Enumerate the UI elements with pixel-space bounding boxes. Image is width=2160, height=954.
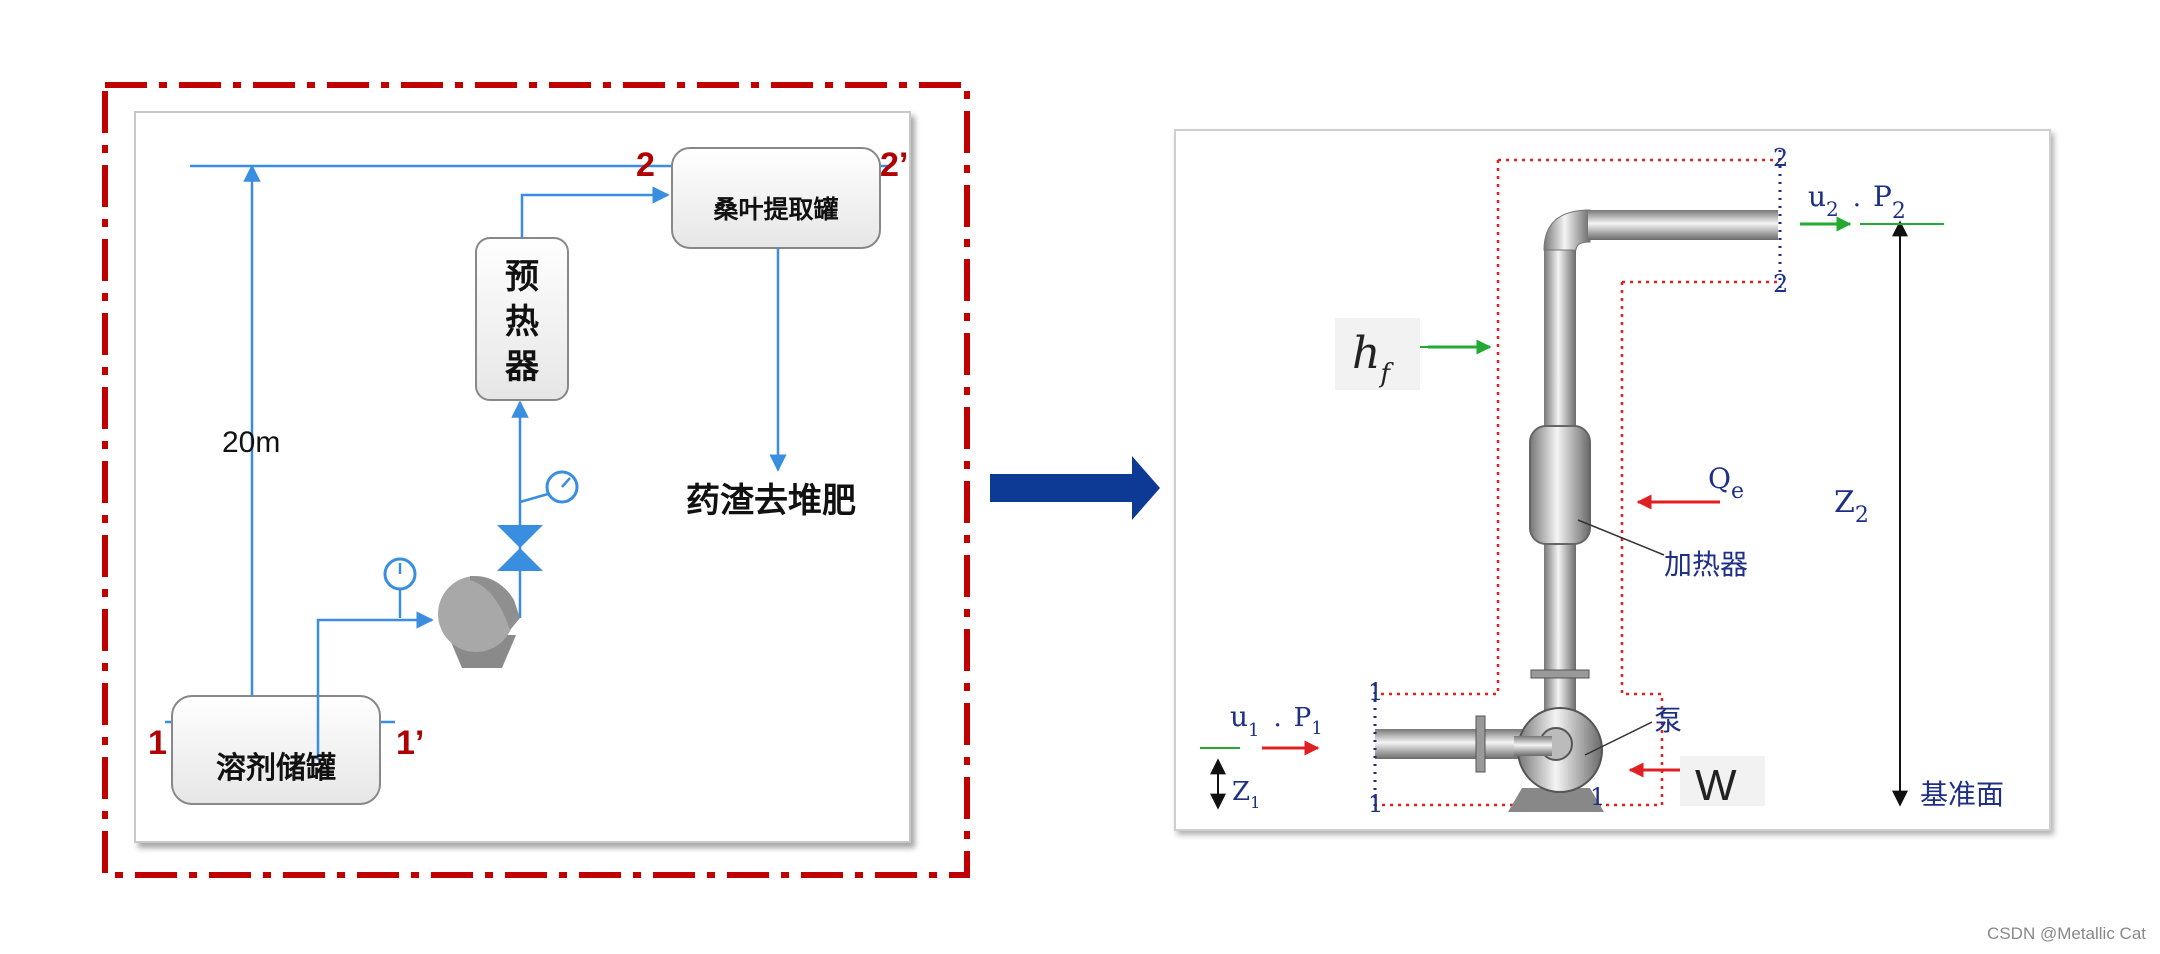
vertical-pipe-lower xyxy=(1544,520,1576,720)
transition-arrow-icon xyxy=(990,456,1160,520)
preheater-to-tank-line xyxy=(520,186,670,238)
section-label-2-prime: 2’ xyxy=(880,146,908,184)
outlet-pipe xyxy=(1588,210,1778,240)
preheater-label-3: 器 xyxy=(505,347,540,387)
section-mark-top-lower: 2 xyxy=(1773,270,1788,298)
vertical-pipe-upper xyxy=(1544,248,1576,438)
section-mark-top-upper: 2 xyxy=(1773,144,1788,172)
feed-line xyxy=(316,611,434,760)
outlet-velocity-pressure-label: u2.P2 xyxy=(1808,180,1906,224)
centrifugal-pump-icon xyxy=(1508,707,1604,812)
section-mark-bottom-lower: 1 xyxy=(1368,790,1383,818)
inlet-flange xyxy=(1475,715,1486,773)
valve-icon xyxy=(497,525,543,571)
heater-label: 加热器 xyxy=(1664,548,1748,581)
right-energy-diagram: hf u1.P1 u2.P2 Qe Z2 Z1 加热器 泵 W 基准面 2 2 … xyxy=(1174,129,2051,831)
section-label-1: 1 xyxy=(148,724,167,762)
pressure-gauge-icon xyxy=(383,557,417,618)
pump-label: 泵 xyxy=(1654,704,1682,737)
extraction-tank-label: 桑叶提取罐 xyxy=(713,195,838,224)
preheater-label-2: 热 xyxy=(505,302,539,342)
heater-vessel xyxy=(1529,425,1591,545)
preheater-label-1: 预 xyxy=(505,257,539,297)
section-mark-bottom-upper: 1 xyxy=(1368,678,1383,706)
pump-flange xyxy=(1530,669,1590,679)
solvent-tank xyxy=(171,695,381,805)
pump-icon xyxy=(438,576,520,668)
datum-label: 基准面 xyxy=(1920,778,2004,811)
hf-label-box xyxy=(1335,318,1420,390)
work-label-box xyxy=(1680,756,1765,806)
left-process-diagram: 溶剂储罐 预 热 器 桑叶提取罐 20m 药渣去堆肥 1 1’ 2 2’ xyxy=(102,82,970,878)
solvent-tank-label: 溶剂储罐 xyxy=(216,751,336,786)
horizontal-inlet-pipe xyxy=(1375,729,1530,759)
height-z2-label: Z2 xyxy=(1834,485,1869,528)
system-boundary-frame xyxy=(102,82,970,878)
residue-destination-label: 药渣去堆肥 xyxy=(686,481,856,521)
section-mark-pump-outlet: 1 xyxy=(1590,783,1605,811)
height-label: 20m xyxy=(222,426,280,459)
watermark: CSDN @Metallic Cat xyxy=(1987,924,2146,943)
height-z1-label: Z1 xyxy=(1232,777,1260,812)
heat-input-label: Qe xyxy=(1708,462,1744,504)
shaft-work-label: W xyxy=(1695,761,1737,810)
inlet-velocity-pressure-label: u1.P1 xyxy=(1230,700,1323,741)
section-label-1-prime: 1’ xyxy=(396,724,424,762)
section-label-2: 2 xyxy=(636,146,655,184)
pressure-gauge-icon xyxy=(519,470,579,504)
extraction-tank xyxy=(671,147,881,249)
